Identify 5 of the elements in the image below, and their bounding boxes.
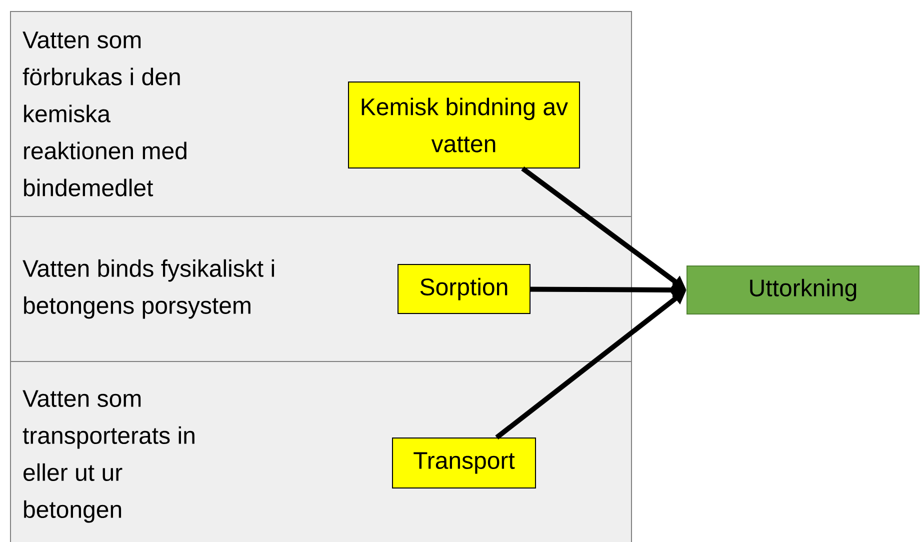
process-box: Sorption bbox=[398, 264, 530, 314]
process-box: Kemisk bindning av vatten bbox=[348, 82, 580, 168]
node-label: Vatten som transporterats in eller ut ur betongen bbox=[22, 390, 194, 523]
result-box: Uttorkning bbox=[686, 266, 920, 314]
process-box: Transport bbox=[392, 438, 536, 488]
